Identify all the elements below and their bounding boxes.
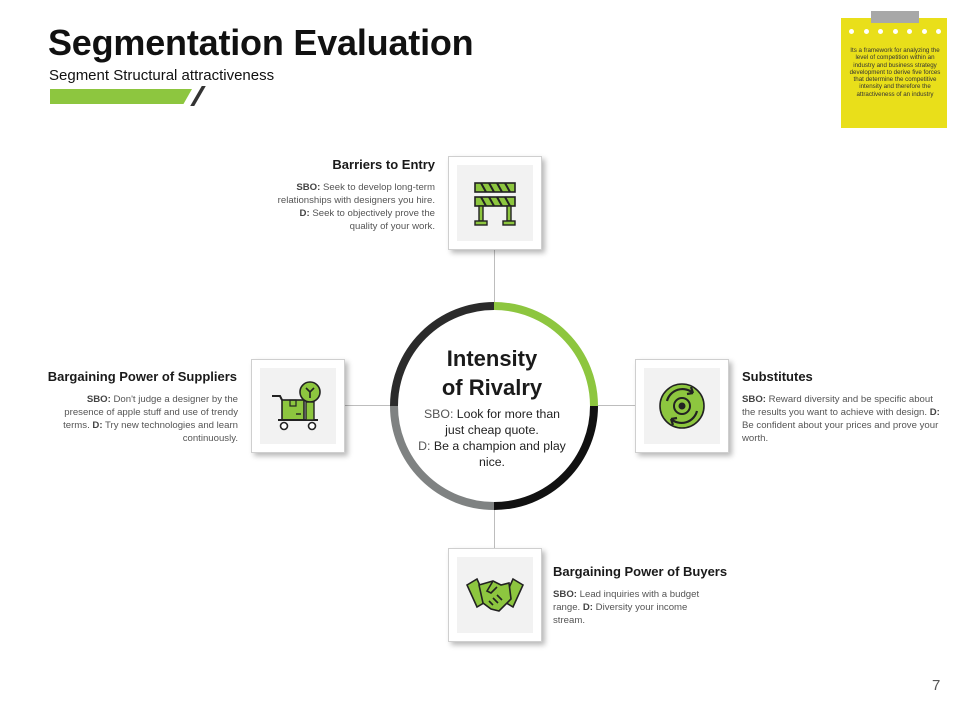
d-label: D: [92, 420, 103, 431]
ring-segment-gray [390, 405, 495, 510]
rivalry-description: SBO: Look for more than just cheap quote… [418, 406, 566, 470]
rivalry-title: Intensity of Rivalry [422, 344, 562, 402]
substitutes-icon-box [635, 359, 729, 453]
title-accent-slash [190, 86, 206, 106]
d-label: D: [299, 208, 310, 219]
barriers-title: Barriers to Entry [332, 157, 435, 172]
buyers-title: Bargaining Power of Buyers [553, 564, 728, 579]
sbo-label: SBO: [553, 589, 577, 600]
d-label: D: [418, 439, 431, 453]
connector-right [598, 405, 635, 406]
d-label: D: [929, 407, 940, 418]
title-accent-bar [50, 89, 192, 104]
slide-subtitle: Segment Structural attractiveness [49, 67, 275, 84]
suppliers-title: Bargaining Power of Suppliers [47, 369, 237, 384]
substitutes-description: SBO: Reward diversity and be specific ab… [742, 393, 947, 445]
barriers-icon-box [448, 156, 542, 250]
substitutes-title: Substitutes [742, 369, 813, 384]
d-text: Seek to objectively prove the quality of… [309, 208, 435, 232]
slide-title: Segmentation Evaluation [48, 22, 474, 63]
suppliers-description: SBO: Don't judge a designer by the prese… [50, 393, 238, 445]
sbo-text: Look for more than just cheap quote. [445, 407, 561, 437]
note-text: Its a framework for analyzing the level … [849, 47, 941, 98]
sbo-label: SBO: [296, 182, 321, 193]
sbo-label: SBO: [423, 407, 454, 421]
barrier-icon [474, 182, 516, 226]
ring-segment-black [493, 405, 598, 510]
rivalry-title-line1: Intensity [446, 346, 538, 371]
ring-segment-dark [390, 302, 495, 407]
connector-left [345, 405, 390, 406]
ring-segment-green [493, 302, 598, 407]
connector-top [494, 248, 495, 302]
d-label: D: [582, 602, 593, 613]
handshake-icon [465, 577, 525, 612]
sbo-label: SBO: [742, 394, 766, 405]
page-number: 7 [932, 677, 941, 694]
substitute-cycle-icon [659, 383, 705, 429]
sbo-text: Seek to develop long-term relationships … [277, 182, 435, 206]
buyers-icon-box [448, 548, 542, 642]
sbo-text: Reward diversity and be specific about t… [742, 394, 933, 418]
connector-bottom [494, 510, 495, 550]
d-text: Try new technologies and learn continuou… [102, 420, 238, 444]
rivalry-title-line2: of Rivalry [441, 375, 543, 400]
note-binding-dots [849, 29, 941, 35]
barriers-description: SBO: Seek to develop long-term relations… [273, 181, 435, 233]
d-text: Be confident about your prices and prove… [742, 420, 939, 444]
sticky-note [841, 18, 947, 128]
suppliers-icon-box [251, 359, 345, 453]
sbo-text: Lead inquiries with a budget range. [553, 589, 700, 613]
sbo-label: SBO: [86, 394, 111, 405]
d-text: Be a champion and play nice. [430, 439, 566, 469]
note-clip [871, 11, 919, 23]
supply-cart-icon [272, 381, 321, 431]
rivalry-ring [390, 302, 598, 510]
d-text: Diversity your income stream. [553, 602, 688, 626]
buyers-description: SBO: Lead inquiries with a budget range.… [553, 588, 713, 627]
sbo-text: Don't judge a designer by the presence o… [63, 394, 238, 431]
